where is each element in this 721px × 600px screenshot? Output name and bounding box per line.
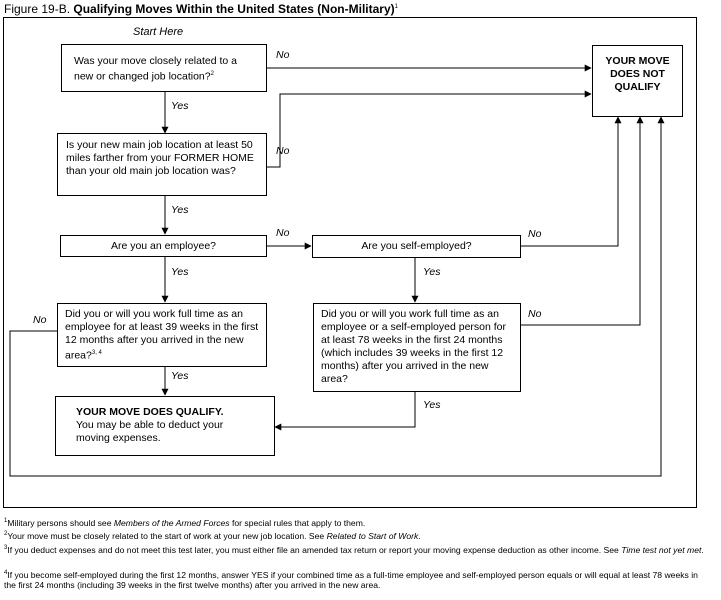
- result-qualifies-text: You may be able to deduct your moving ex…: [76, 419, 224, 444]
- edge-q5-no: [9, 116, 665, 477]
- result-does-not-qualify: YOUR MOVE DOES NOT QUALIFY: [592, 45, 683, 117]
- label-q5-yes: Yes: [171, 370, 189, 382]
- footnote-1: 1Military persons should see Members of …: [4, 516, 704, 528]
- edge-q6-yes: [274, 392, 416, 431]
- question-self-employed: Are you self-employed?: [312, 235, 521, 258]
- figure-title: Figure 19-B. Qualifying Moves Within the…: [4, 2, 398, 16]
- footnote-1-text: Military persons should see: [7, 517, 114, 528]
- label-q5-no: No: [33, 314, 47, 326]
- footnote-1-end: for special rules that apply to them.: [229, 517, 366, 528]
- figure-heading: Qualifying Moves Within the United State…: [73, 2, 395, 16]
- footnote-3-end: .: [701, 544, 704, 555]
- question-self-employed-text: Are you self-employed?: [361, 240, 472, 252]
- start-label: Start Here: [133, 26, 184, 38]
- label-q3-yes: Yes: [171, 266, 189, 278]
- label-q4-yes: Yes: [423, 266, 441, 278]
- label-q1-no: No: [276, 49, 290, 61]
- question-39-week-test: Did you or will you work full time as an…: [57, 303, 267, 367]
- edge-q2-no: [267, 90, 592, 168]
- footnote-2-text: Your move must be closely related to the…: [7, 530, 327, 541]
- result-does-not-qualify-text: YOUR MOVE DOES NOT QUALIFY: [605, 55, 670, 93]
- question-job-related-footnote-ref: 2: [210, 71, 214, 77]
- edge-q6-no: [521, 116, 644, 326]
- footnote-3-number: 3: [4, 545, 8, 551]
- figure-title-footnote-ref: 1: [394, 4, 398, 10]
- edge-q4-no: [521, 116, 622, 247]
- question-employee-text: Are you an employee?: [110, 240, 217, 252]
- label-q3-no: No: [276, 227, 290, 239]
- footnote-2-end: .: [418, 530, 421, 541]
- question-78-week-test-text: Did you or will you work full time as an…: [321, 308, 507, 385]
- footnote-4-number: 4: [4, 570, 8, 576]
- footnote-4: 4If you become self-employed during the …: [4, 568, 704, 591]
- label-q2-no: No: [276, 145, 290, 157]
- question-78-week-test: Did you or will you work full time as an…: [313, 303, 521, 392]
- question-distance-test-text: Is your new main job location at least 5…: [66, 139, 254, 177]
- footnote-3-text: If you deduct expenses and do not meet t…: [7, 544, 622, 555]
- result-qualifies: YOUR MOVE DOES QUALIFY. You may be able …: [55, 396, 275, 456]
- footnote-2: 2Your move must be closely related to th…: [4, 529, 704, 541]
- question-distance-test: Is your new main job location at least 5…: [57, 133, 267, 196]
- question-39-week-test-text: Did you or will you work full time as an…: [65, 308, 259, 362]
- footnote-2-number: 2: [4, 531, 8, 537]
- footnote-1-reference: Members of the Armed Forces: [113, 517, 230, 528]
- flowchart-frame: [3, 17, 697, 508]
- question-employee: Are you an employee?: [60, 235, 267, 257]
- question-job-related: Was your move closely related to a new o…: [61, 44, 267, 92]
- footnote-3-reference: Time test not yet met: [621, 544, 702, 555]
- figure-number: Figure 19-B.: [4, 2, 71, 16]
- label-q6-yes: Yes: [423, 399, 441, 411]
- result-qualifies-heading: YOUR MOVE DOES QUALIFY.: [76, 406, 224, 418]
- footnote-4-text: If you become self-employed during the f…: [4, 569, 698, 591]
- question-39-week-test-footnote-ref: 3, 4: [91, 350, 102, 356]
- footnote-3: 3If you deduct expenses and do not meet …: [4, 543, 704, 555]
- label-q1-yes: Yes: [171, 100, 189, 112]
- footnote-1-number: 1: [4, 518, 8, 524]
- label-q2-yes: Yes: [171, 204, 189, 216]
- question-job-related-text: Was your move closely related to a new o…: [74, 55, 238, 83]
- footnote-2-reference: Related to Start of Work: [326, 530, 419, 541]
- label-q4-no: No: [528, 228, 542, 240]
- label-q6-no: No: [528, 308, 542, 320]
